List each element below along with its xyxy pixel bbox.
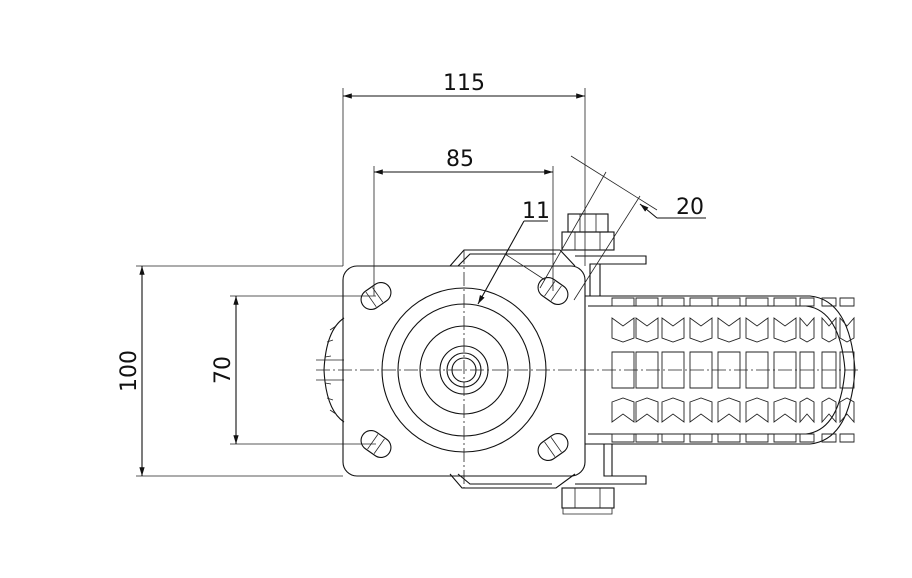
dimension-overall-width: 115 bbox=[342, 71, 586, 266]
bolt-hole-bottom-left bbox=[360, 430, 392, 458]
bolt-holes bbox=[360, 277, 569, 461]
dim-label-115: 115 bbox=[443, 71, 485, 96]
dimension-slot-length: 20 bbox=[539, 155, 706, 301]
dimension-hole-diameter: 11 bbox=[477, 199, 550, 305]
dim-label-100: 100 bbox=[117, 350, 142, 392]
dim-label-11: 11 bbox=[522, 199, 550, 224]
dimension-hole-spacing-width: 85 bbox=[373, 147, 554, 296]
dim-label-70: 70 bbox=[211, 356, 236, 384]
dim-label-20: 20 bbox=[676, 195, 704, 220]
bolt-hole-bottom-right bbox=[537, 433, 569, 461]
dimension-overall-height: 100 bbox=[117, 265, 343, 477]
fork-bracket bbox=[449, 213, 647, 515]
center-lines bbox=[316, 250, 860, 488]
wheel-tread bbox=[585, 295, 856, 445]
dim-label-85: 85 bbox=[446, 147, 474, 172]
dimension-hole-spacing-height: 70 bbox=[211, 295, 376, 445]
